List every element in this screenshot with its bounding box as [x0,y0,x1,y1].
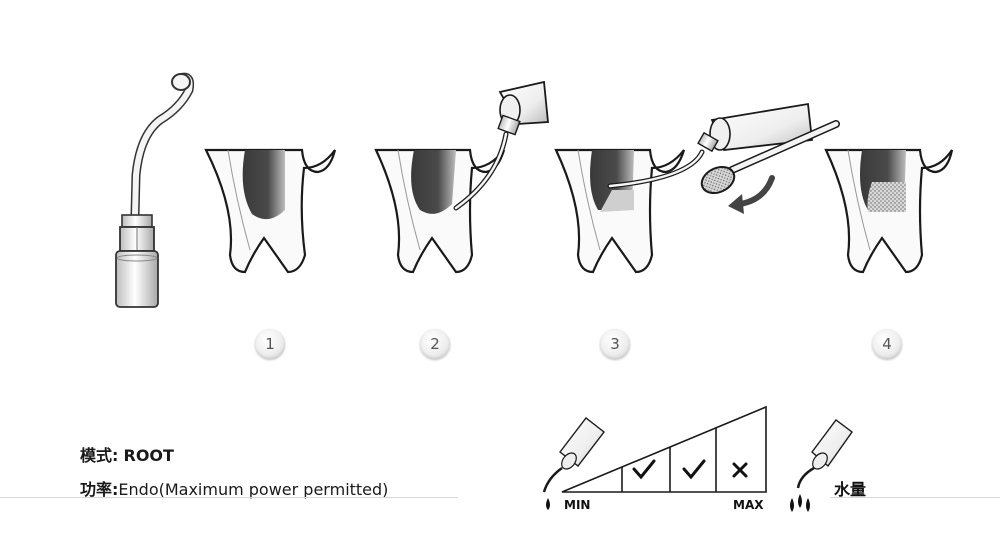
check-icon [682,459,706,480]
step-number: 2 [430,335,440,353]
handpiece-step-2 [453,80,549,211]
step-badge-4: 4 [872,329,902,359]
tooth-step-4 [824,148,954,274]
max-water-handpiece-icon [790,419,853,512]
mode-label: 模式: [80,446,119,465]
tooth-step-3 [554,148,686,274]
check-icon [632,459,656,480]
water-drop-icon [790,498,794,512]
divider-left [0,497,458,498]
min-water-handpiece-icon [542,417,605,510]
water-scale-triangle [561,405,767,493]
mode-caption: 模式: ROOT [80,442,174,466]
tooth-step-1 [204,148,337,274]
step-number: 1 [265,335,275,353]
min-label: MIN [564,498,591,512]
cross-icon [732,462,748,478]
step-badge-2: 2 [420,329,450,359]
water-volume-label: 水量 [834,480,867,499]
step-number: 4 [882,335,892,353]
step-number: 3 [610,335,620,353]
step-badge-3: 3 [600,329,630,359]
divider-right [830,497,1000,498]
max-label: MAX [733,498,764,512]
tooth-step-2 [374,148,506,274]
water-drop-icon [806,498,810,512]
water-drop-icon [546,498,550,510]
tip-instrument [115,72,195,308]
mode-value: ROOT [123,446,174,465]
step-badge-1: 1 [255,329,285,359]
handpiece-step-3 [607,102,813,189]
rotation-arrow-icon [728,175,775,214]
power-caption: 功率:Endo(Maximum power permitted) [80,476,388,500]
water-scale [561,405,767,493]
power-value: Endo(Maximum power permitted) [118,480,389,499]
bone-graft-spoon [700,120,840,195]
power-label: 功率: [80,480,119,499]
water-drop-icon [798,494,802,508]
